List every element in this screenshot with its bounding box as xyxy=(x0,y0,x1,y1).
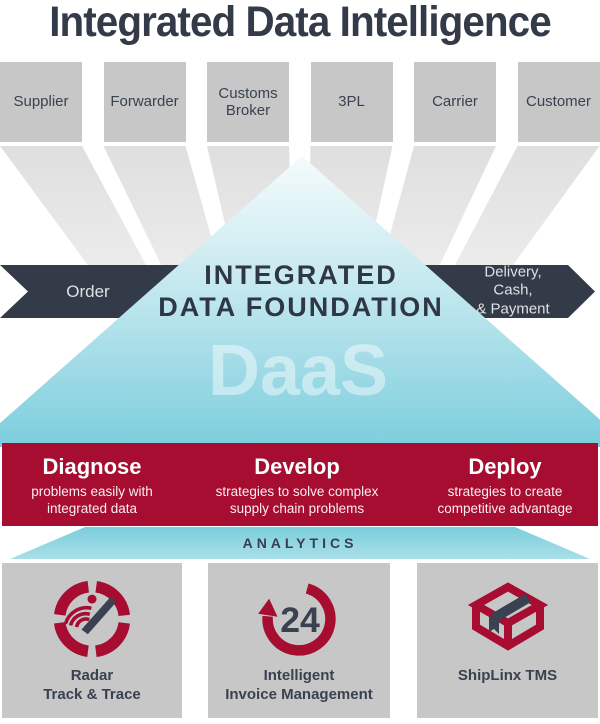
pillar-body: strategies to create competitive advanta… xyxy=(437,484,573,517)
product-box-intelligent-invoice-management: 24 Intelligent Invoice Management xyxy=(208,563,390,718)
shipping-box-icon xyxy=(467,582,548,651)
pillar-body: problems easily with integrated data xyxy=(31,484,153,517)
page-title: Integrated Data Intelligence xyxy=(49,0,551,46)
analytics-beam xyxy=(10,527,590,559)
party-label: Forwarder xyxy=(110,93,179,111)
product-label: Radar Track & Trace xyxy=(43,667,141,703)
product-box-radar-track-trace: Radar Track & Trace xyxy=(2,563,182,718)
party-box-customer: Customer xyxy=(517,62,600,142)
pillar-band: Diagnose problems easily with integrated… xyxy=(2,443,598,526)
party-label: 3PL xyxy=(338,93,365,111)
party-label: Supplier xyxy=(13,93,69,111)
daas-watermark: DaaS xyxy=(207,331,389,411)
party-box-forwarder: Forwarder xyxy=(103,62,186,142)
pillar-deploy: Deploy strategies to create competitive … xyxy=(395,454,600,518)
24-hour-cycle-icon: 24 xyxy=(258,583,336,656)
party-box-supplier: Supplier xyxy=(0,62,82,142)
pillar-develop: Develop strategies to solve complex supp… xyxy=(187,454,407,518)
product-box-shiplinx-tms: ShipLinx TMS xyxy=(417,563,598,718)
pillar-diagnose: Diagnose problems easily with integrated… xyxy=(0,454,202,518)
foundation-triangle xyxy=(0,156,600,447)
foundation-title: INTEGRATED DATA FOUNDATION xyxy=(158,260,444,322)
analytics-label: ANALYTICS xyxy=(242,535,358,551)
party-box-customs-broker: Customs Broker xyxy=(207,62,289,142)
party-label: Carrier xyxy=(432,93,478,111)
pillar-body: strategies to solve complex supply chain… xyxy=(215,484,379,517)
order-band-label: Order xyxy=(66,281,110,301)
product-label: ShipLinx TMS xyxy=(457,667,558,684)
delivery-cash-payment-band-label: Delivery, Cash, & Payment xyxy=(476,263,550,318)
pillar-heading: Develop xyxy=(254,454,340,479)
radar-gauge-icon xyxy=(53,580,131,658)
party-label: Customer xyxy=(525,93,592,111)
product-label: Intelligent Invoice Management xyxy=(225,667,373,703)
party-box-carrier: Carrier xyxy=(414,62,496,142)
badge-24: 24 xyxy=(280,600,320,640)
party-label: Customs Broker xyxy=(218,84,278,119)
pillar-heading: Diagnose xyxy=(42,454,142,479)
party-box-3pl: 3PL xyxy=(310,62,393,142)
pillar-heading: Deploy xyxy=(468,454,542,479)
